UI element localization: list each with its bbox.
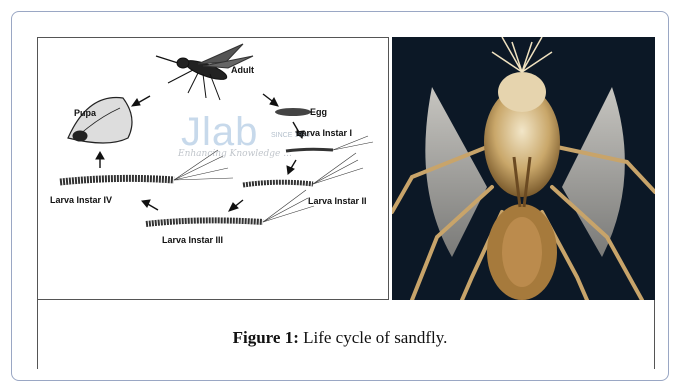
pupa-drawing [68,98,132,144]
sandfly-photo [392,37,655,300]
label-adult: Adult [231,65,254,75]
label-larva-instar-4: Larva Instar IV [50,195,112,205]
label-egg: Egg [310,107,327,117]
larva-instar-3-drawing [146,190,314,224]
figure-caption: Figure 1: Life cycle of sandfly. [11,328,669,348]
life-cycle-diagram: Jlab SINCE 1980 Enhancing Knowledge ... … [37,37,389,300]
caption-label: Figure 1: [233,328,299,347]
label-larva-instar-3: Larva Instar III [162,235,223,245]
egg-drawing [275,108,311,116]
sandfly-illustration [392,37,655,300]
label-larva-instar-2: Larva Instar II [308,196,367,206]
label-larva-instar-1: Larva Instar I [296,128,352,138]
watermark-tagline: Enhancing Knowledge ... [178,149,292,159]
caption-text: Life cycle of sandfly. [299,328,448,347]
label-pupa: Pupa [74,108,96,118]
watermark-logo: Jlab [181,112,258,152]
life-cycle-drawing [38,38,389,300]
